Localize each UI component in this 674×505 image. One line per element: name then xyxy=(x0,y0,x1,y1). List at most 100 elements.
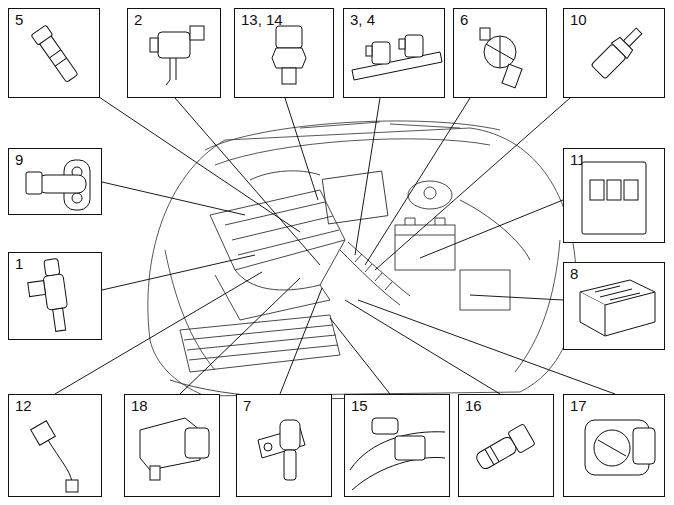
callout-box: 7 xyxy=(236,394,332,497)
sensor-a xyxy=(372,42,390,64)
module-socket xyxy=(590,180,604,200)
module-socket xyxy=(607,180,621,200)
reservoir-cap xyxy=(424,187,436,199)
sensor-ring xyxy=(485,446,499,465)
callout-number: 13, 14 xyxy=(235,9,333,28)
part-icons-group xyxy=(25,23,655,492)
air-filter-box xyxy=(322,171,388,224)
assembly-sensor xyxy=(372,418,398,434)
knock-plug xyxy=(66,480,78,492)
cam-hole xyxy=(72,167,82,177)
pressure-switch-icon xyxy=(272,26,306,84)
map-body xyxy=(140,418,200,470)
callout-box: 5 xyxy=(8,8,100,98)
cylinder-head xyxy=(210,190,345,270)
intake-hose xyxy=(340,242,410,305)
leader-line xyxy=(180,278,300,394)
wiper xyxy=(300,122,460,128)
radiator-grille xyxy=(180,315,340,372)
callout-box: 3, 4 xyxy=(343,8,445,98)
sensor-barrel xyxy=(475,435,519,471)
leader-line xyxy=(285,98,318,200)
sensor-line xyxy=(49,50,66,66)
sensor-b xyxy=(405,35,423,57)
callout-box: 1 xyxy=(8,252,102,340)
throttle-plate xyxy=(598,440,626,456)
pressure-sensor-icon xyxy=(473,424,535,474)
sensor-body xyxy=(35,29,78,82)
fuse-box xyxy=(460,270,510,310)
map-connector xyxy=(185,428,209,458)
assembly-clip xyxy=(395,436,425,460)
crank-tip xyxy=(284,450,296,480)
control-module-icon xyxy=(582,162,646,234)
injector-icon xyxy=(25,258,71,334)
knock-wire xyxy=(48,440,72,482)
grille-slats xyxy=(184,325,338,360)
pipes xyxy=(250,171,530,260)
fender-right xyxy=(515,240,560,372)
leader-line xyxy=(355,98,380,255)
temp-hex xyxy=(611,36,634,59)
round-vanes xyxy=(486,36,514,68)
sensor-head xyxy=(31,25,53,45)
callout-number: 11 xyxy=(564,149,664,168)
throttle-bore xyxy=(594,430,630,466)
callout-box: 13, 14 xyxy=(234,8,334,98)
leader-line xyxy=(365,98,470,265)
cam-sensor-icon xyxy=(26,160,90,210)
round-stem xyxy=(480,28,490,40)
callout-number: 7 xyxy=(237,395,331,414)
callout-box: 16 xyxy=(458,394,554,497)
callout-box: 10 xyxy=(563,8,665,98)
cam-bracket xyxy=(64,160,90,210)
cam-hole xyxy=(72,193,82,203)
leader-line xyxy=(330,318,390,394)
callout-box: 11 xyxy=(563,148,665,243)
leader-lines xyxy=(55,97,615,394)
callout-number: 1 xyxy=(9,253,101,272)
temp-tip xyxy=(623,28,641,46)
map-port xyxy=(150,466,160,480)
module-socket xyxy=(624,180,638,200)
callout-box: 6 xyxy=(453,8,547,98)
callout-box: 18 xyxy=(124,394,220,497)
callout-number: 15 xyxy=(345,395,449,414)
cam-plug xyxy=(26,172,42,194)
mounting-bar xyxy=(352,52,442,80)
callout-box: 8 xyxy=(563,262,665,350)
callout-number: 10 xyxy=(564,9,664,28)
sensor-b-plug xyxy=(399,39,405,49)
knock-sensor-icon xyxy=(31,421,78,492)
leader-line xyxy=(420,200,563,258)
injector-plug xyxy=(28,281,46,297)
injector-top xyxy=(44,258,60,276)
valve-body xyxy=(158,32,190,58)
injector-body xyxy=(43,274,68,310)
callout-box: 12 xyxy=(8,394,102,497)
leader-line xyxy=(375,98,570,270)
engine xyxy=(170,171,530,399)
callout-number: 9 xyxy=(9,149,101,168)
coolant-reservoir xyxy=(408,181,452,209)
callout-number: 3, 4 xyxy=(344,9,444,28)
leader-line xyxy=(280,288,322,394)
injector-tip xyxy=(53,308,66,331)
switch-hex xyxy=(272,48,306,68)
round-body xyxy=(484,36,516,68)
callout-number: 5 xyxy=(9,9,99,28)
crank-flange xyxy=(258,428,305,458)
engine-block xyxy=(215,275,330,320)
switch-connector xyxy=(276,26,302,48)
sensor-plug xyxy=(508,424,536,454)
car-outline xyxy=(148,128,576,396)
callout-number: 8 xyxy=(564,263,664,282)
leader-line xyxy=(99,97,300,232)
fuse-box-top xyxy=(580,280,655,305)
sensor-icon xyxy=(31,25,80,84)
valve-bracket xyxy=(150,38,158,52)
cam-body xyxy=(38,175,86,193)
throttle-body-icon xyxy=(585,420,655,475)
windshield xyxy=(205,121,500,165)
